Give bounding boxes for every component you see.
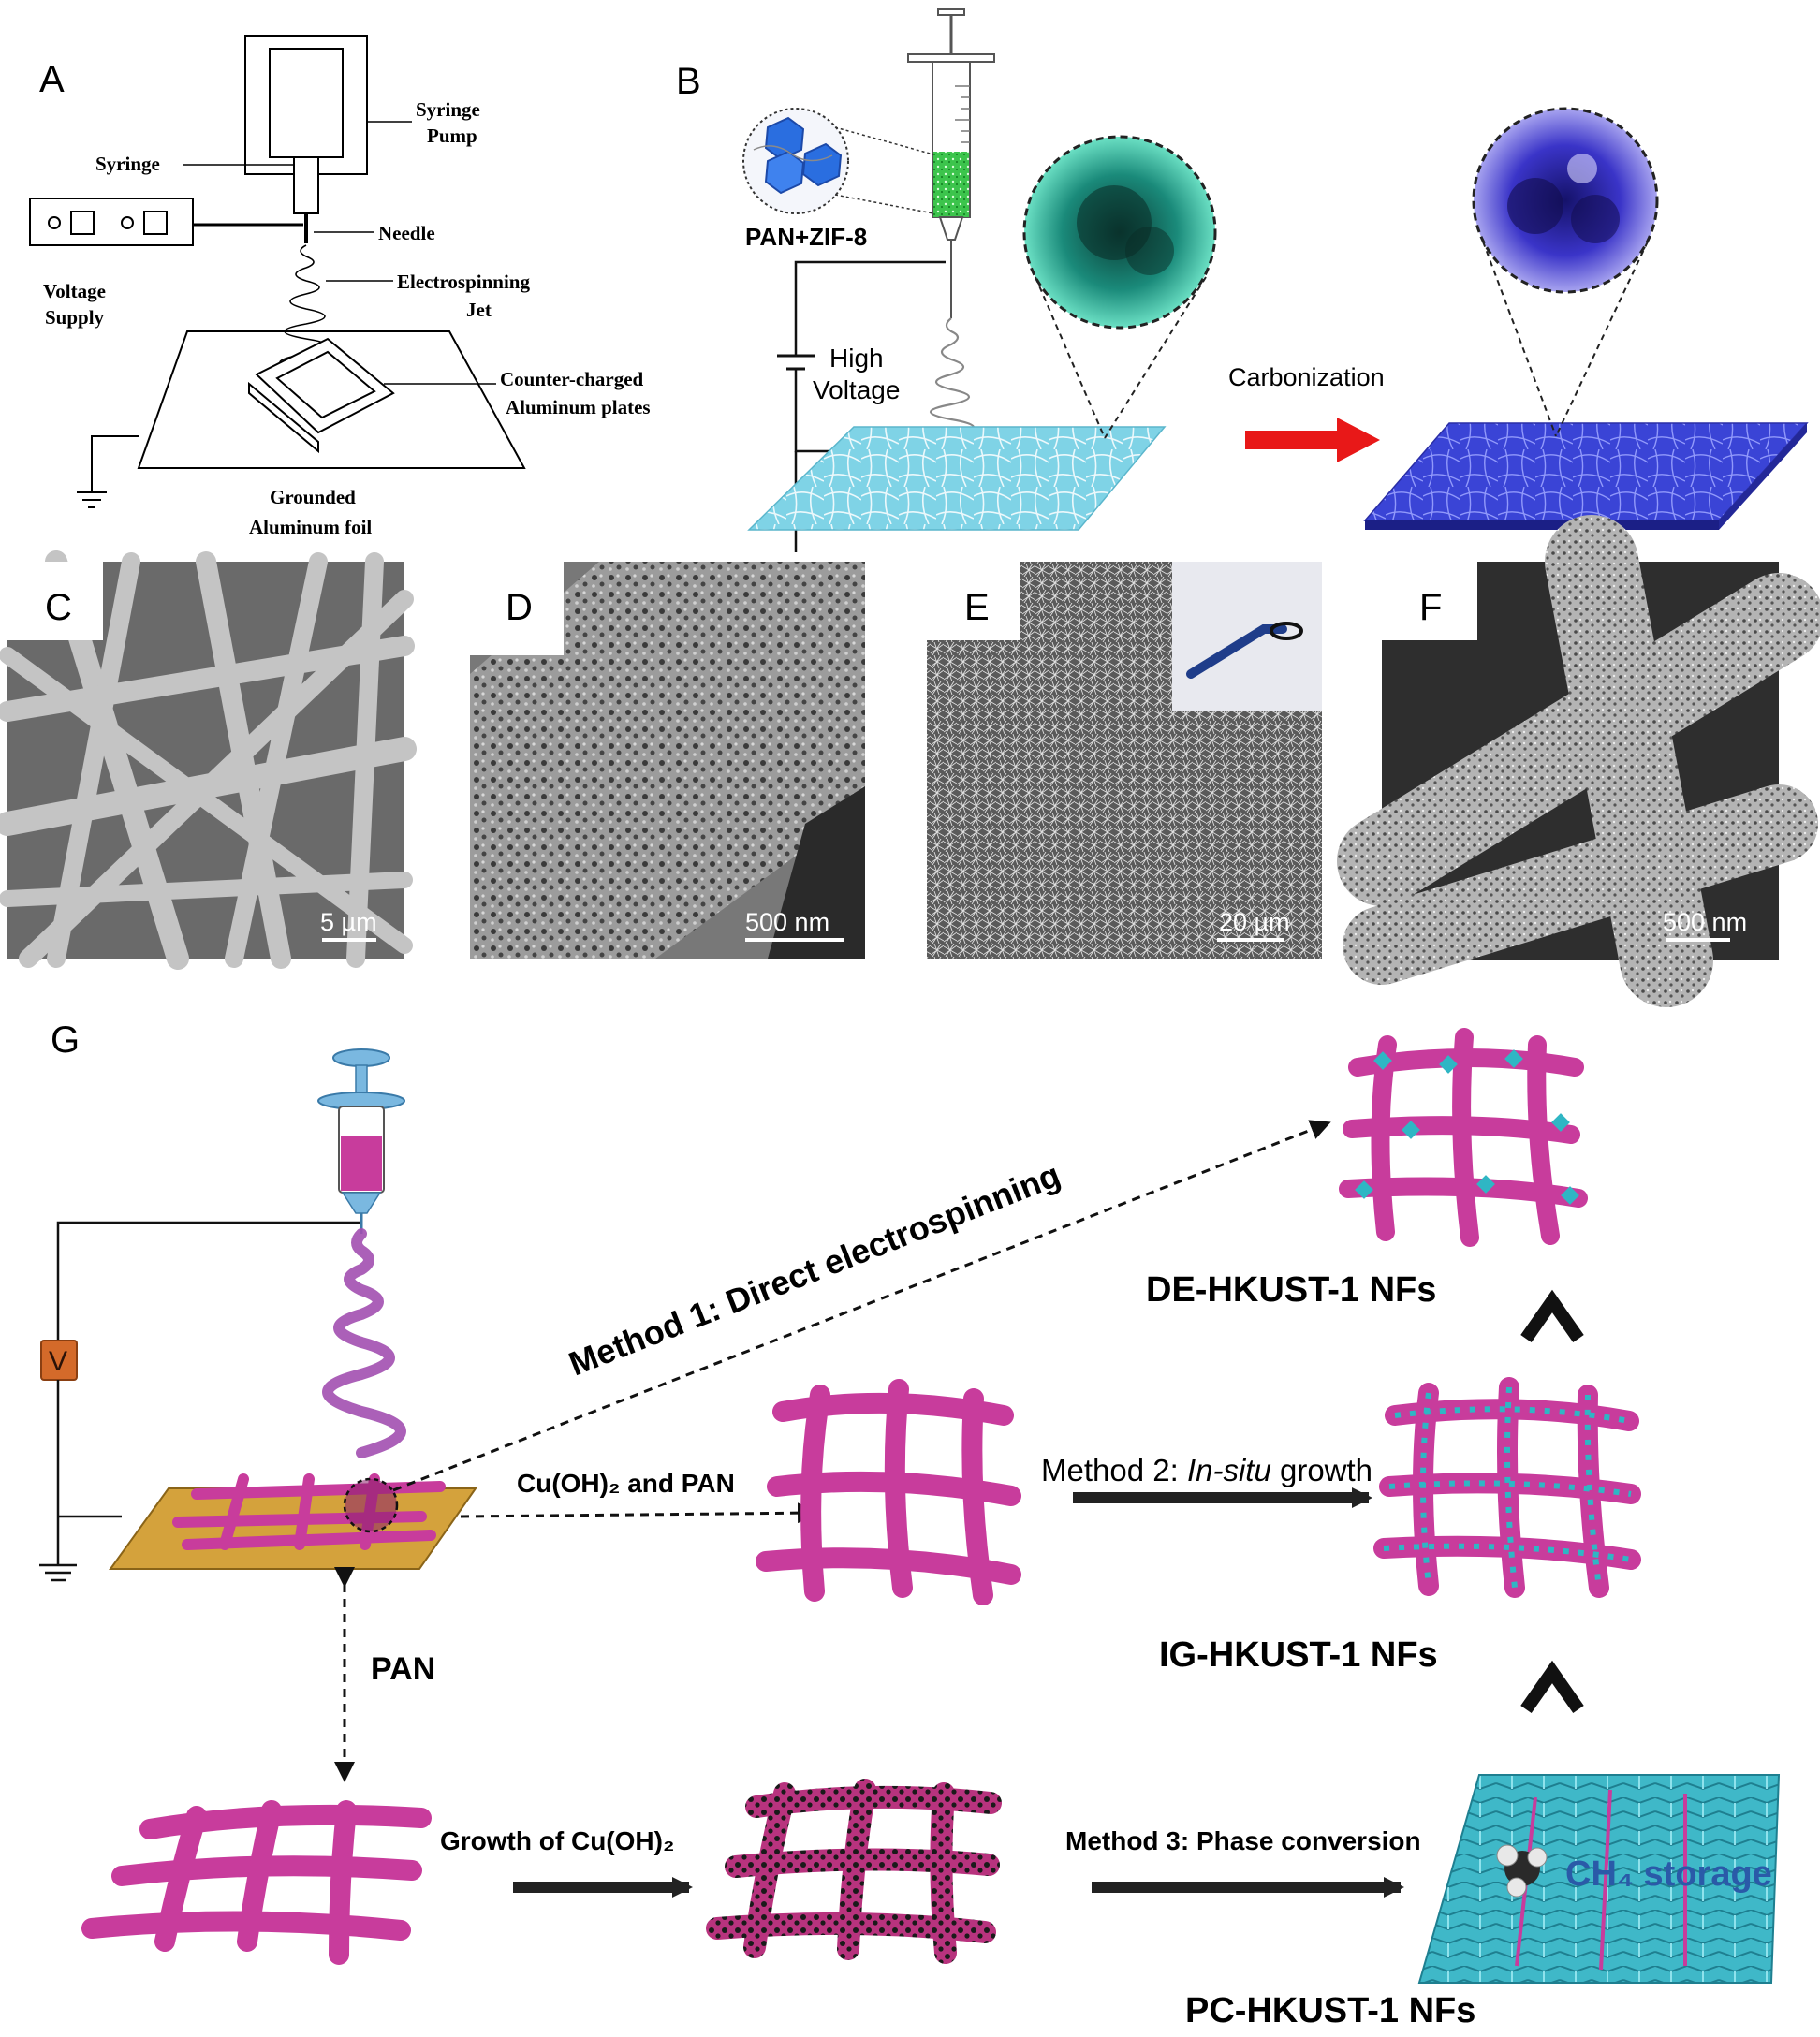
syringe-body [293,156,319,214]
jet-spiral-g [322,1228,406,1458]
panel-g-letter: G [51,1019,80,1061]
cu-coated-mesh [706,1779,1002,1964]
plates-label-2: Aluminum plates [506,396,651,418]
scale-bar-label-c: 5 µm [320,908,377,936]
needle-label: Needle [378,222,435,244]
method3-label: Method 3: Phase conversion [1065,1826,1421,1855]
magenta-mesh [756,1379,1021,1605]
ig-to-de-arrow [1520,1289,1584,1343]
pc-to-ig-arrow [1520,1660,1584,1714]
panel-f-letter: F [1419,587,1442,628]
high-voltage-label-2: Voltage [813,375,900,404]
method1-label: Method 1: Direct electrospinning [564,1155,1065,1383]
sem-fibers-f [1337,515,1820,1007]
panel-c: C 5 µm [0,550,417,970]
ig-hkust-label: IG-HKUST-1 NFs [1159,1635,1438,1675]
pc-hkust-block [1417,1774,1781,1984]
sem-fibers-c [0,550,417,970]
voltage-label: Voltage [43,280,106,302]
voltage-label-2: Supply [45,306,105,329]
sample-spot [343,1477,399,1533]
panel-b-letter: B [676,61,701,102]
aluminum-plates [255,337,395,434]
cyan-nanofiber-mat [747,426,1167,531]
plates-label: Counter-charged [500,368,644,390]
panel-d: D 500 nm [470,562,865,959]
panel-a: A Syringe Pump Syringe Needle Voltage Su… [29,35,651,538]
high-voltage-label: High [829,344,884,373]
method1-arrow [392,1120,1331,1492]
syringe-pump-inner [269,48,344,158]
syringe-g [317,1048,405,1234]
de-hkust-crystals [1355,1049,1579,1205]
carbonization-arrow [1245,418,1380,462]
scale-bar-label-f: 500 nm [1663,908,1747,936]
syringe-pump-label: Syringe [416,98,480,121]
precursor-label: PAN+ZIF-8 [745,223,867,251]
pan-mesh [81,1800,432,1965]
foil-label: Grounded [270,486,356,508]
ch4-storage-label: CH₄ storage [1565,1854,1772,1894]
panel-f: F 500 nm [1337,515,1820,1007]
foil-label-2: Aluminum foil [249,516,372,538]
method2-label: Method 2: In-situ growth [1041,1453,1372,1487]
circuit-g [56,1221,360,1341]
collector-plate [109,1487,477,1570]
circuit-wire [794,260,946,356]
de-hkust-label: DE-HKUST-1 NFs [1146,1270,1436,1310]
syringe-pump-label-2: Pump [427,125,477,147]
zif8-crystals [753,116,843,195]
grounded-foil [137,330,526,469]
carbonized-mat [1363,422,1809,521]
voltage-supply-box [29,198,194,246]
precursor-solution [933,152,969,217]
scale-bar-label-e: 20 µm [1219,908,1290,936]
panel-e: E 20 µm [927,562,1322,959]
voltage-symbol: V [49,1346,67,1377]
carbonized-fiber-zoom [1472,107,1659,294]
panel-c-letter: C [45,587,72,628]
carbonization-label: Carbonization [1228,363,1385,391]
growth-label: Growth of Cu(OH)₂ [440,1826,674,1855]
scale-bar-label-d: 500 nm [745,908,829,936]
panel-e-letter: E [964,587,990,628]
jet-label-2: Jet [466,299,492,321]
syringe-pump-box [244,35,368,175]
electrospinning-jet-b [930,317,975,438]
cu-pan-label: Cu(OH)₂ and PAN [517,1469,735,1498]
methane-molecule [1496,1844,1548,1898]
syringe-label: Syringe [95,153,160,175]
cu-pan-arrow [460,1502,818,1524]
ig-hkust-crystals [1383,1386,1632,1589]
panel-g: G V [39,1019,1781,2030]
jet-label: Electrospinning [397,271,530,293]
pan-label: PAN [371,1651,435,1687]
panel-d-letter: D [506,587,533,628]
panel-a-letter: A [39,59,65,100]
pc-hkust-label: PC-HKUST-1 NFs [1185,1991,1475,2030]
panel-b: B PAN+ZIF-8 High Voltage [676,8,1809,552]
